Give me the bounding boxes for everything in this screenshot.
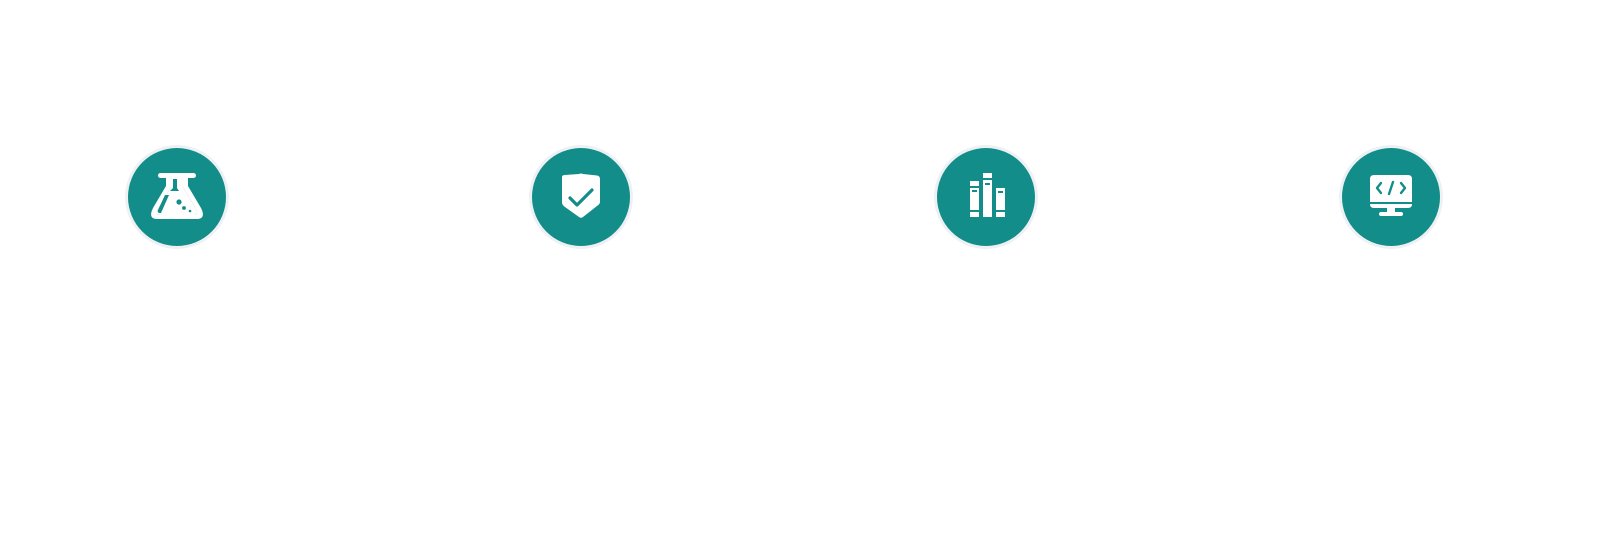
icon-ring [529, 145, 633, 249]
feature-label: Development [1339, 249, 1340, 250]
icon-disc [1342, 148, 1440, 246]
feature-label: Security [529, 249, 530, 250]
icon-ring [934, 145, 1038, 249]
feature-library[interactable]: Library [934, 145, 1038, 249]
icon-ring [125, 145, 229, 249]
feature-security[interactable]: Security [529, 145, 633, 249]
flask-icon [151, 173, 203, 219]
feature-development[interactable]: Development [1339, 145, 1443, 249]
feature-label: Science [125, 249, 126, 250]
icon-disc [532, 148, 630, 246]
feature-label: Library [934, 249, 935, 250]
icon-disc [128, 148, 226, 246]
feature-science[interactable]: Science [125, 145, 229, 249]
icon-ring [1339, 145, 1443, 249]
shield-check-icon [562, 173, 600, 218]
books-icon [970, 173, 1005, 217]
icon-disc [937, 148, 1035, 246]
monitor-code-icon [1370, 175, 1412, 216]
